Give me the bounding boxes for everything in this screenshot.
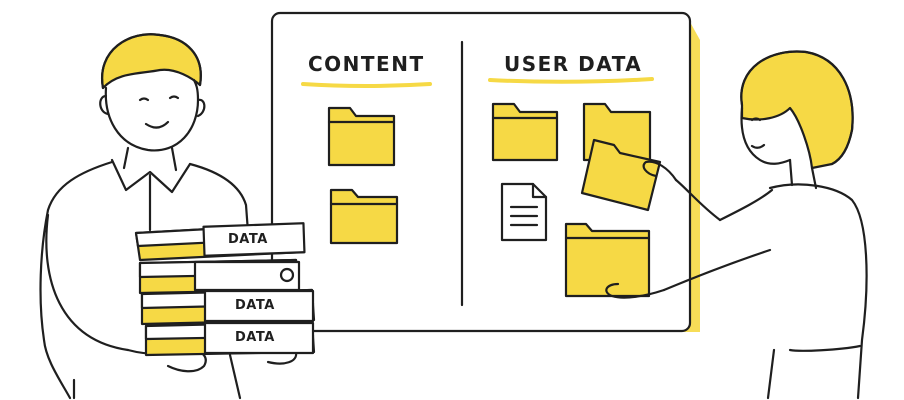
- content-underline: [301, 82, 432, 88]
- content-heading: CONTENT: [308, 52, 425, 76]
- binder-label-1: DATA: [228, 232, 268, 247]
- user-data-underline: [488, 77, 654, 84]
- user-data-folder-1: [491, 102, 559, 162]
- content-folder-1: [327, 106, 396, 167]
- held-folder-bottom: [564, 222, 651, 298]
- document-icon: [500, 182, 548, 242]
- content-folder-2: [329, 188, 399, 245]
- user-data-heading: USER DATA: [504, 52, 643, 76]
- binder-label-3: DATA: [235, 330, 275, 345]
- held-folder-top: [580, 138, 662, 212]
- woman-figure: [605, 50, 868, 400]
- binder-stack: [134, 222, 316, 357]
- man-figure: [39, 33, 298, 400]
- binder-label-2: DATA: [235, 298, 275, 313]
